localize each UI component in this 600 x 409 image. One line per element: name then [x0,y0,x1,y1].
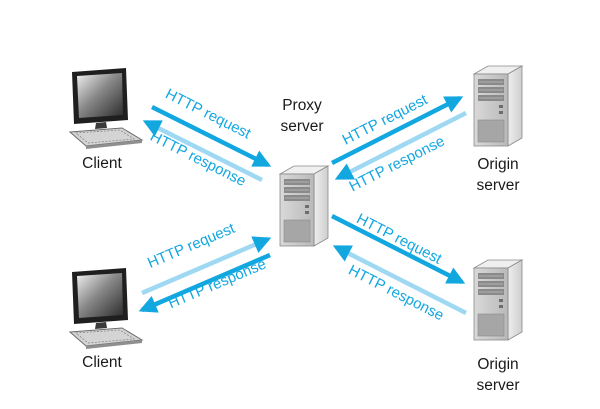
origin-bottom-label-line2: server [476,377,519,394]
desktop-computer-icon [69,67,143,150]
response-arrow-origin-bottom-to-proxy [332,244,468,316]
label-response-client-bottom: HTTP response [166,256,269,313]
request-arrow-client-bottom-to-proxy [141,236,272,296]
client-top-node: Client [69,67,143,172]
proxy-server-node: Proxy server [279,97,329,247]
response-arrow-proxy-to-client-bottom [138,252,271,313]
client-bottom-label: Client [82,354,122,371]
desktop-computer-icon [69,267,143,350]
label-request-client-bottom: HTTP request [145,220,238,272]
request-arrow-proxy-to-origin-bottom [330,213,466,285]
origin-top-node: Origin server [473,65,523,194]
proxy-label-line2: server [280,118,323,135]
origin-top-label-line2: server [476,177,519,194]
origin-bottom-node: Origin server [473,259,523,394]
tower-server-icon [473,259,523,341]
response-arrow-origin-top-to-proxy [334,110,468,181]
label-response-client-top: HTTP response [147,128,248,190]
request-arrow-client-top-to-proxy [150,104,272,168]
tower-server-icon [473,65,523,147]
origin-bottom-label-line1: Origin [477,356,518,373]
label-request-origin-bottom: HTTP request [354,210,445,268]
proxy-label-line1: Proxy [282,97,322,114]
origin-top-label-line1: Origin [477,156,518,173]
tower-server-icon [279,165,329,247]
client-bottom-node: Client [69,267,143,371]
response-arrow-proxy-to-client-top [142,119,264,183]
client-top-label: Client [82,155,122,172]
request-arrow-proxy-to-origin-top [330,95,464,166]
